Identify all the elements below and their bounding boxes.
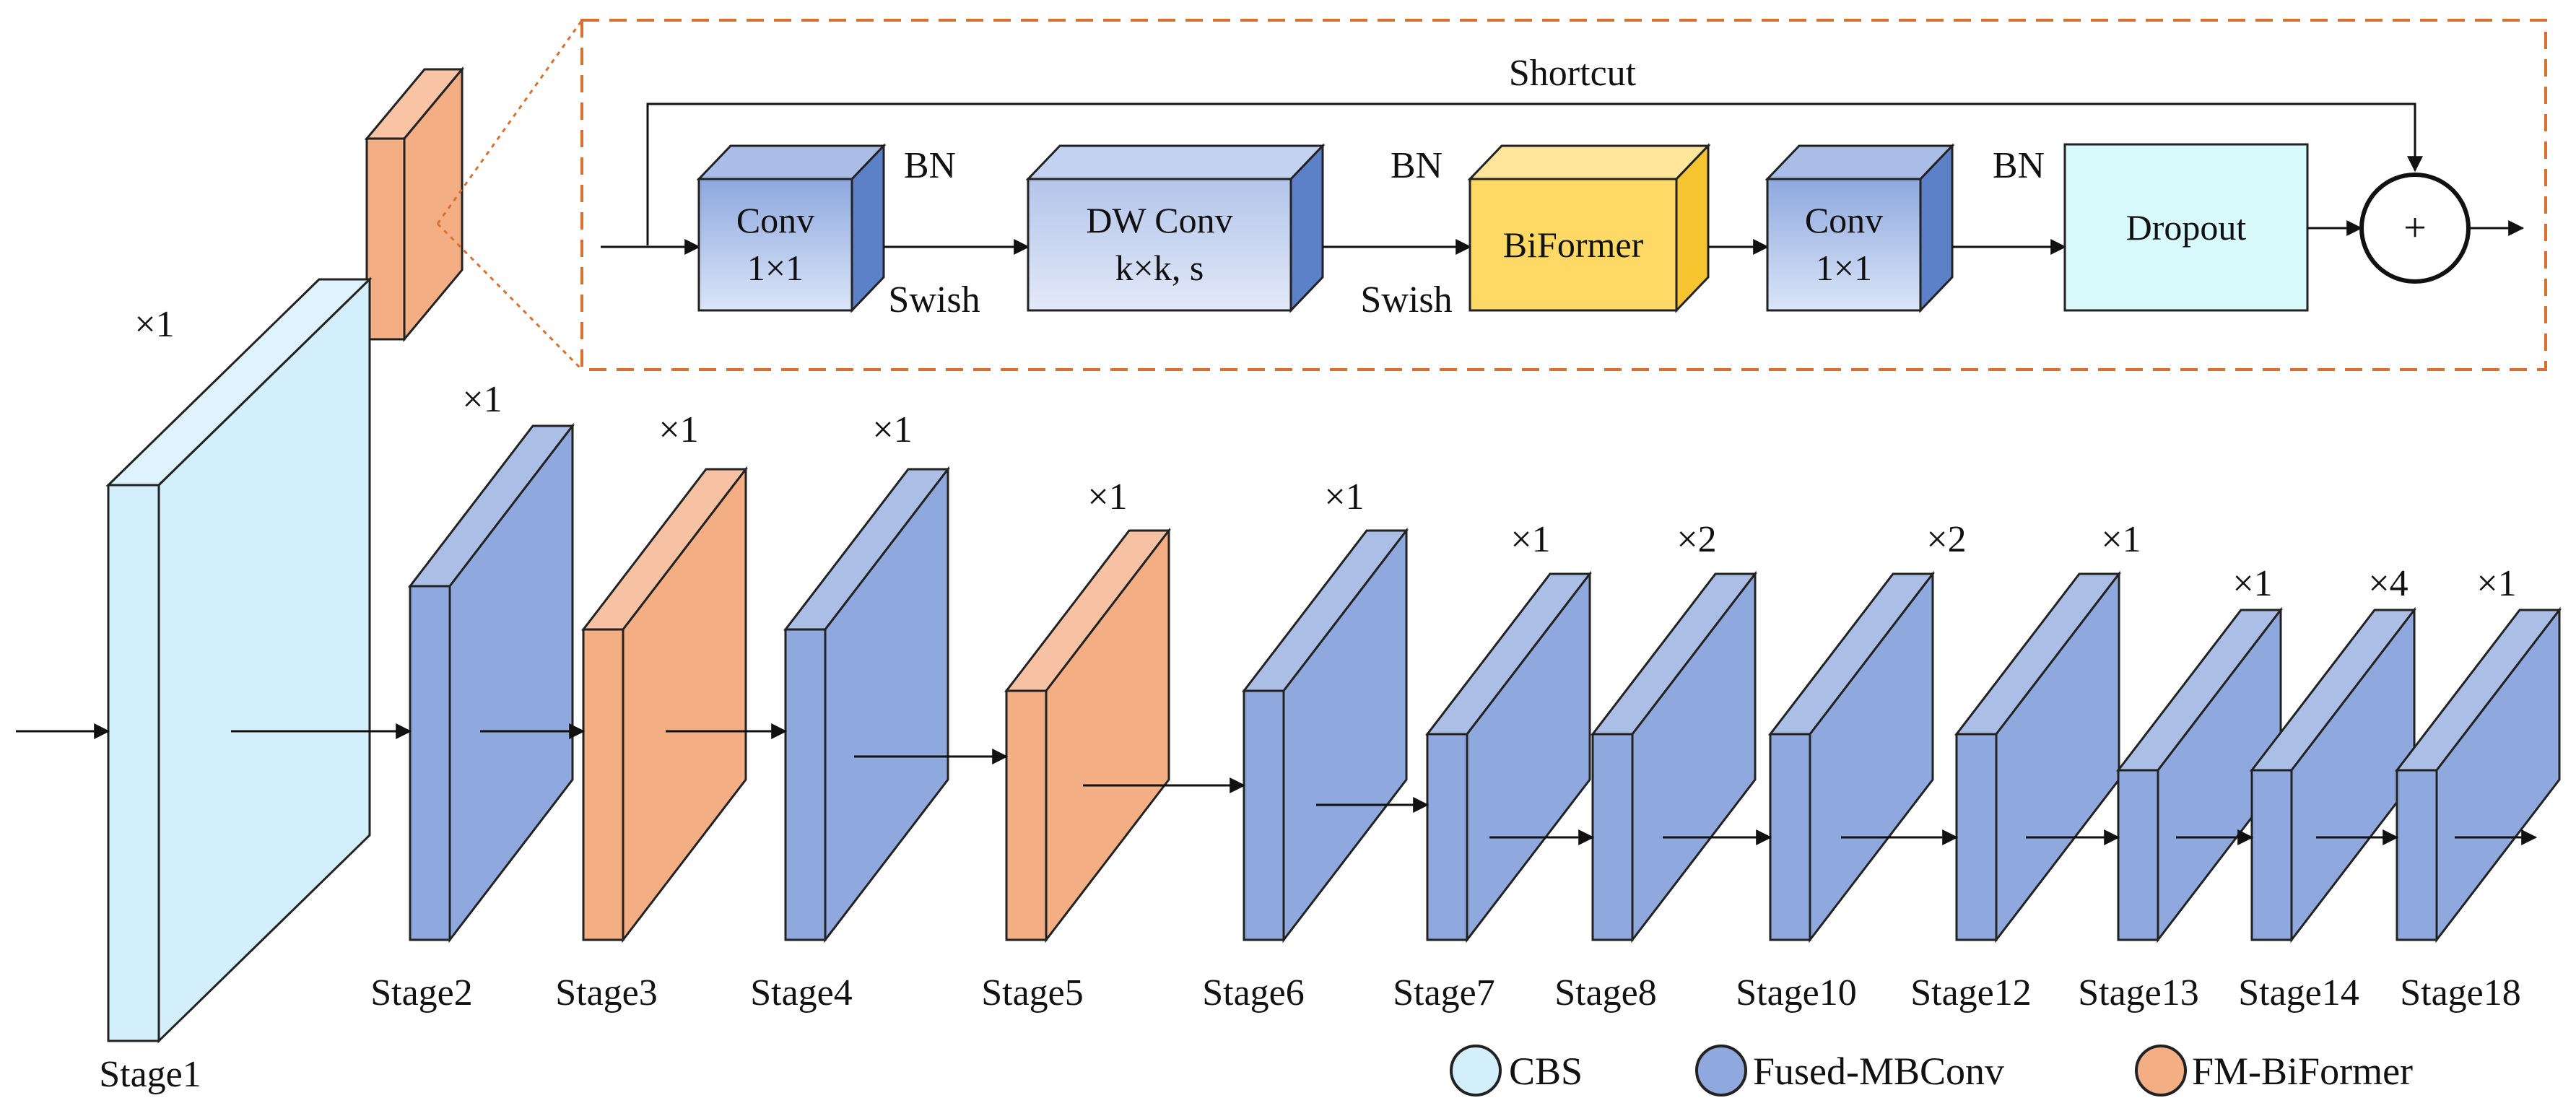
swish-label-2: Swish	[1360, 279, 1452, 321]
svg-text:1×1: 1×1	[1816, 248, 1872, 288]
stage5-block	[1004, 527, 1172, 943]
fm-biformer-zoom-block	[364, 66, 465, 343]
zoom-line-bottom	[436, 222, 583, 371]
svg-text:DW Conv: DW Conv	[1086, 200, 1232, 240]
svg-text:Dropout: Dropout	[2126, 207, 2247, 248]
legend: CBS Fused-MBConv FM-BiFormer	[1450, 1045, 2413, 1097]
stage13-multiplier: ×1	[2232, 563, 2272, 604]
stage14-block	[2249, 606, 2417, 943]
stage1-side-face	[157, 276, 371, 1044]
shortcut-path	[646, 103, 2423, 245]
legend-swatch-cbs	[1450, 1045, 1502, 1097]
stage12-label: Stage12	[1910, 972, 2032, 1013]
stage1-front-face	[107, 484, 160, 1042]
stage3-multiplier: ×1	[658, 409, 698, 450]
stage4-block	[783, 466, 951, 943]
stage12-front-face	[1955, 733, 1998, 941]
stage2-label: Stage2	[370, 972, 473, 1013]
stage3-label: Stage3	[555, 972, 658, 1013]
stage10-multiplier: ×2	[1926, 519, 1966, 560]
stage14-label: Stage14	[2238, 972, 2359, 1013]
conv1x1-block-1: Conv 1×1	[696, 143, 887, 313]
stage7-multiplier: ×1	[1510, 519, 1550, 560]
stage10-block	[1767, 570, 1936, 943]
stage7-block	[1424, 570, 1593, 943]
stage8-block	[1590, 570, 1758, 943]
stage18-multiplier: ×1	[2476, 563, 2516, 604]
svg-text:BiFormer: BiFormer	[1503, 224, 1644, 265]
stage14-multiplier: ×4	[2368, 563, 2408, 604]
svg-text:k×k, s: k×k, s	[1115, 248, 1204, 288]
bn-label-2: BN	[1391, 145, 1443, 186]
stage6-label: Stage6	[1202, 972, 1305, 1013]
stage8-front-face	[1591, 733, 1634, 941]
fm-biformer-detail: Shortcut Conv 1×1 BN Swish DW Conv k×k, …	[364, 19, 2547, 371]
bn-label-1: BN	[904, 145, 956, 186]
swish-label-1: Swish	[888, 279, 980, 321]
stage8-multiplier: ×2	[1676, 519, 1716, 560]
stage4-multiplier: ×1	[872, 409, 912, 450]
stage8-label: Stage8	[1554, 972, 1657, 1013]
legend-label-cbs: CBS	[1509, 1050, 1583, 1093]
stage6-block	[1241, 527, 1409, 943]
stage12-block	[1954, 570, 2122, 943]
stage5-front-face	[1005, 689, 1048, 941]
stage4-label: Stage4	[750, 972, 853, 1013]
shortcut-label: Shortcut	[1509, 53, 1637, 94]
stage10-label: Stage10	[1736, 972, 1857, 1013]
stage3-front-face	[582, 628, 625, 941]
stage1-block	[105, 276, 373, 1044]
stage3-block	[580, 466, 749, 943]
zoom-line-top	[436, 19, 583, 224]
stage4-front-face	[784, 628, 827, 941]
stage5-label: Stage5	[981, 972, 1084, 1013]
conv1x1-block-2: Conv 1×1	[1765, 143, 1955, 313]
legend-swatch-fm	[2135, 1045, 2187, 1097]
stage-arrows	[16, 723, 2538, 845]
stage1-multiplier: ×1	[134, 304, 174, 345]
stage13-label: Stage13	[2078, 972, 2199, 1013]
detail-dashed-frame	[580, 19, 2547, 371]
dropout-block: Dropout	[2063, 143, 2309, 312]
stage6-multiplier: ×1	[1324, 476, 1364, 518]
stage12-multiplier: ×1	[2101, 519, 2141, 560]
stage7-front-face	[1426, 733, 1468, 941]
stage1-label: Stage1	[99, 1054, 201, 1095]
stage5-multiplier: ×1	[1087, 476, 1127, 518]
stage14-front-face	[2250, 769, 2293, 941]
svg-text:Conv: Conv	[736, 200, 814, 240]
bn-label-3: BN	[1993, 145, 2045, 186]
legend-swatch-fused	[1695, 1045, 1747, 1097]
legend-label-fused: Fused-MBConv	[1753, 1050, 2004, 1093]
stage18-front-face	[2396, 769, 2438, 941]
svg-text:1×1: 1×1	[747, 248, 804, 288]
stage2-front-face	[409, 585, 451, 941]
dw-conv-block: DW Conv k×k, s	[1025, 143, 1326, 313]
add-node: +	[2359, 173, 2471, 284]
stage13-front-face	[2117, 769, 2159, 941]
legend-label-fm: FM-BiFormer	[2192, 1050, 2413, 1093]
stage6-front-face	[1243, 689, 1285, 941]
stage10-front-face	[1769, 733, 1811, 941]
svg-text:Conv: Conv	[1805, 200, 1883, 240]
stage2-multiplier: ×1	[462, 379, 502, 420]
biformer-block: BiFormer	[1467, 143, 1711, 313]
stage2-block	[407, 422, 575, 943]
stage18-label: Stage18	[2400, 972, 2521, 1013]
stage18-block	[2394, 606, 2562, 943]
svg-text:+: +	[2403, 206, 2427, 250]
stage7-label: Stage7	[1393, 972, 1495, 1013]
